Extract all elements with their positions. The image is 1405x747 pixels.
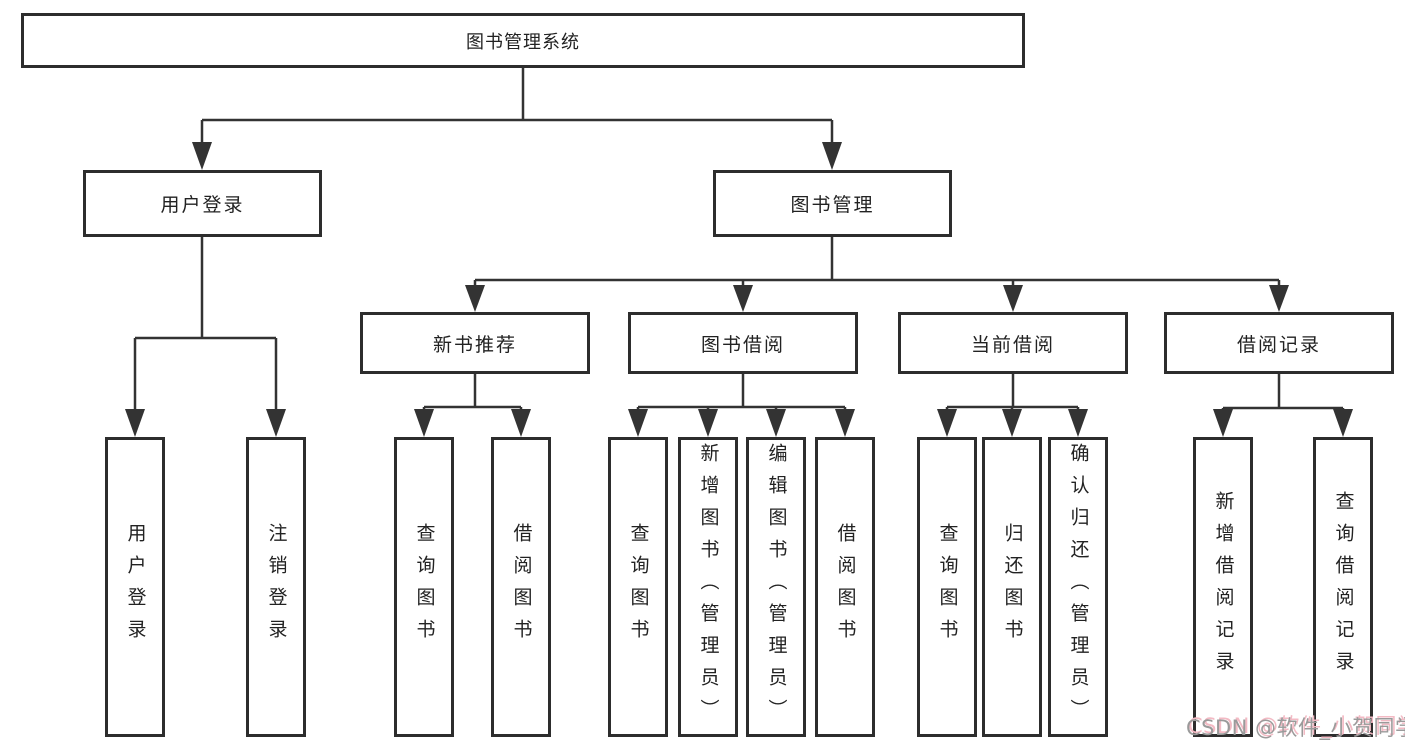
connector-borrowing-records-to-children [1221,374,1345,410]
node-label: 用户登录 [160,194,245,216]
node-label: 当前借阅 [970,333,1055,356]
node-label: 图书管理 [790,194,875,216]
node-book-borrowing: 图书借阅 [628,312,858,374]
node-recommend-query-books: 查询图书 [394,437,454,737]
node-label: 借阅记录 [1236,333,1321,356]
node-edit-books-admin: 编辑图书（管理员） [746,437,806,737]
node-label: 图书借阅 [700,333,785,356]
node-label: 确认归还（管理员） [1067,443,1090,731]
connector-current-borrowing-to-children [945,374,1080,410]
node-logout-action: 注销登录 [246,437,306,737]
connector-book-management-to-level3 [473,237,1281,286]
node-add-books-admin: 新增图书（管理员） [678,437,738,737]
node-query-borrow-record: 查询借阅记录 [1313,437,1373,737]
node-label: 查询图书 [936,523,959,651]
arrowheads [125,142,1353,437]
node-label: 查询借阅记录 [1332,491,1355,683]
node-label: 用户登录 [124,523,147,651]
node-current-borrowing: 当前借阅 [898,312,1128,374]
node-book-management: 图书管理 [713,170,952,237]
connector-new-book-recommendation-to-children [422,374,523,410]
node-label: 借阅图书 [510,523,533,651]
node-user-login: 用户登录 [83,170,322,237]
node-label: 注销登录 [265,523,288,651]
node-borrowing-records: 借阅记录 [1164,312,1394,374]
connector-user-login-to-children [133,237,278,410]
node-label: 图书管理系统 [466,31,580,53]
node-borrowing-borrow-books: 借阅图书 [815,437,875,737]
node-label: 新增图书（管理员） [697,443,720,731]
csdn-watermark: CSDN @软件_小贺同学 [1186,716,1405,740]
node-add-borrow-record: 新增借阅记录 [1193,437,1253,737]
node-user-login-action: 用户登录 [105,437,165,737]
node-label: 新增借阅记录 [1212,491,1235,683]
node-label: 查询图书 [627,523,650,651]
node-label: 查询图书 [413,523,436,651]
node-label: 编辑图书（管理员） [765,443,788,731]
node-current-query-books: 查询图书 [917,437,977,737]
node-label: 新书推荐 [432,333,517,356]
node-return-books: 归还图书 [982,437,1042,737]
node-recommend-borrow-books: 借阅图书 [491,437,551,737]
connector-book-borrowing-to-children [636,374,847,410]
node-library-management-system: 图书管理系统 [21,13,1025,68]
node-confirm-return-admin: 确认归还（管理员） [1048,437,1108,737]
node-label: 借阅图书 [834,523,857,651]
node-borrowing-query-books: 查询图书 [608,437,668,737]
node-new-book-recommendation: 新书推荐 [360,312,590,374]
connector-root-to-level2 [200,68,834,143]
node-label: 归还图书 [1001,523,1024,651]
